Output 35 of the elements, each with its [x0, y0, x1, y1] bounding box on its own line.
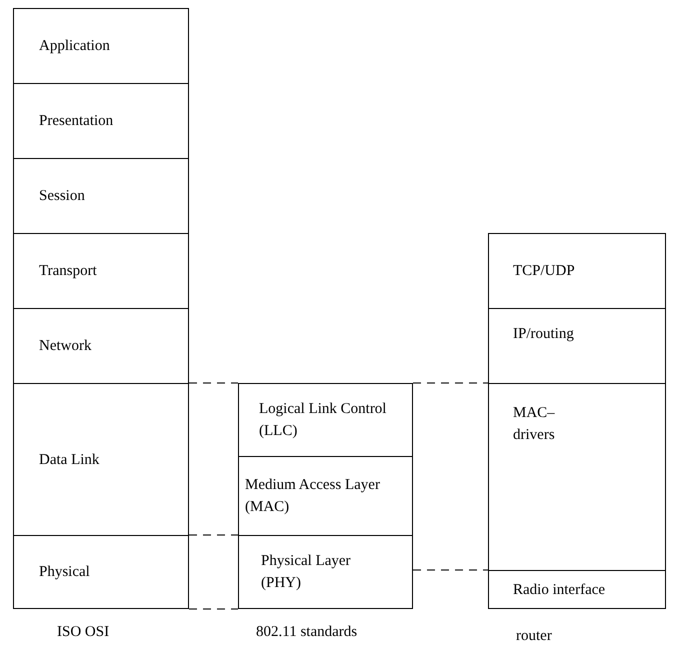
layer-label: Logical Link Control (LLC) [259, 400, 388, 441]
layer-label: MAC– drivers [513, 404, 556, 445]
layer-box [238, 456, 413, 536]
layer-label: Transport [39, 262, 97, 281]
dashed-connector [188, 534, 238, 536]
layer-label: TCP/UDP [513, 262, 575, 281]
stack-caption: 802.11 standards [256, 624, 358, 641]
layer-label: Radio interface [513, 580, 606, 600]
dashed-connector [412, 382, 488, 384]
layer-box [488, 308, 666, 384]
layer-label: Presentation [39, 112, 114, 131]
layer-label: Data Link [39, 450, 100, 470]
layer-label: Physical [39, 563, 90, 582]
layer-box [488, 570, 666, 609]
layer-box [13, 383, 189, 536]
dashed-connector [188, 608, 238, 610]
layer-box [488, 233, 666, 309]
stack-caption: ISO OSI [57, 624, 110, 641]
stack-caption: router [516, 628, 552, 645]
layer-label: Session [39, 187, 85, 206]
layer-box [13, 83, 189, 159]
layer-box [488, 383, 666, 571]
layer-box [13, 8, 189, 84]
layer-box [13, 535, 189, 609]
layer-box [13, 308, 189, 384]
layer-label: Physical Layer (PHY) [261, 552, 352, 593]
dashed-connector [188, 382, 238, 384]
layer-box [13, 158, 189, 234]
layer-label: Application [39, 37, 110, 56]
layer-label: Network [39, 337, 92, 356]
layer-box [13, 233, 189, 309]
layer-box [238, 383, 413, 457]
layer-label: Medium Access Layer (MAC) [245, 476, 381, 517]
layer-box [238, 535, 413, 609]
layer-label: IP/routing [513, 325, 574, 344]
